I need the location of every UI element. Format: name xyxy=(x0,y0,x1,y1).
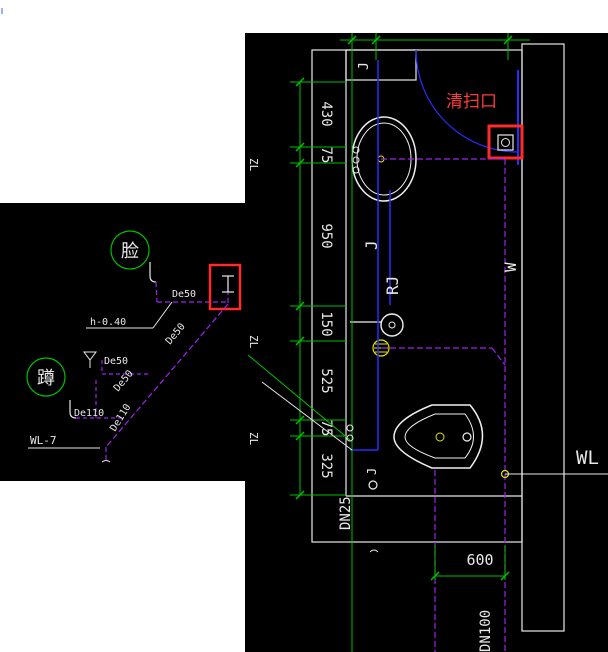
wash-fixture-circle xyxy=(110,230,150,270)
isometric-area-bg xyxy=(0,203,246,481)
faucet-node xyxy=(352,166,360,174)
dimension-label: 75 xyxy=(318,420,334,437)
floor-drain-plan xyxy=(372,339,390,357)
pipe-size-label: De50 xyxy=(104,356,128,367)
pipe-label-j: J xyxy=(362,240,381,250)
main-diagonal-drain xyxy=(105,303,229,448)
pipe-label-j: J xyxy=(365,468,379,475)
right-column xyxy=(521,43,565,632)
grid-tick xyxy=(371,35,381,45)
edge-mark: ZL xyxy=(247,335,260,349)
squat-pan-inner xyxy=(404,413,474,459)
flush-valve xyxy=(368,480,378,490)
faucet-node xyxy=(352,146,360,154)
dimension-tick xyxy=(500,571,510,581)
drain-branch-diag xyxy=(491,347,506,366)
stack-label: WL-7 xyxy=(30,434,57,447)
leader-line xyxy=(247,354,351,441)
squat-pan xyxy=(393,404,484,469)
squat-trap-symbol xyxy=(69,400,77,419)
squat-fixture-circle xyxy=(26,357,66,397)
edge-mark: ZL xyxy=(247,432,260,446)
door-swing-arc xyxy=(415,49,519,153)
dimension-label: 950 xyxy=(318,223,334,248)
edge-mark: ZL xyxy=(247,158,260,172)
vertical-dimension-chain xyxy=(290,77,346,500)
squat-pan-outlet xyxy=(462,432,472,442)
elevation-label: h-0.40 xyxy=(90,317,126,328)
dimension-label: 150 xyxy=(318,311,334,336)
dimension-label-horizontal: 600 xyxy=(466,551,493,569)
cleanout-symbol-inner xyxy=(501,138,510,147)
wash-trap-symbol xyxy=(149,262,157,283)
dimension-label: 325 xyxy=(318,453,334,478)
tap-fixture-core xyxy=(388,321,396,329)
plan-diagram: 清扫口 xyxy=(247,33,608,652)
upper-cabinet xyxy=(345,49,417,81)
pipe-label-dn25: DN25 xyxy=(338,496,354,530)
pipe-label-dn100: DN100 xyxy=(478,610,494,652)
dimension-label: 430 xyxy=(318,101,334,126)
dimension-label: 525 xyxy=(318,368,334,393)
cleanout-highlight-box xyxy=(208,263,242,311)
pipe-size-label: De50 xyxy=(172,289,196,300)
dimension-tick xyxy=(430,571,440,581)
tap-fixture xyxy=(380,313,404,337)
break-symbol xyxy=(101,460,111,463)
floor-drain-symbol xyxy=(83,351,97,361)
wall-node xyxy=(346,434,354,442)
squat-pan-node xyxy=(435,432,445,442)
wall-node xyxy=(346,424,354,432)
wash-branch-pipe xyxy=(155,281,158,303)
plan-area-bg xyxy=(245,33,608,652)
grid-tick xyxy=(503,35,513,45)
elevation-leader-diag xyxy=(152,301,173,329)
grid-tick xyxy=(347,35,357,45)
cleanout-highlight-box xyxy=(487,124,524,160)
dimension-label: 75 xyxy=(318,147,334,164)
faucet-node xyxy=(352,156,360,164)
pipe-size-label: De110 xyxy=(74,408,104,419)
wash-fixture-label: 脸 xyxy=(121,241,139,262)
pipe-label-w: W xyxy=(501,262,520,272)
break-symbol xyxy=(369,549,379,553)
leader-line xyxy=(261,381,353,451)
cleanout-label: 清扫口 xyxy=(446,92,497,112)
squat-fixture-label: 蹲 xyxy=(37,368,55,389)
stack-label-wl: WL xyxy=(576,447,599,469)
pipe-label-rj: RJ xyxy=(383,276,402,295)
cleanout-symbol xyxy=(497,134,514,151)
pipe-label-j: J xyxy=(357,62,372,70)
